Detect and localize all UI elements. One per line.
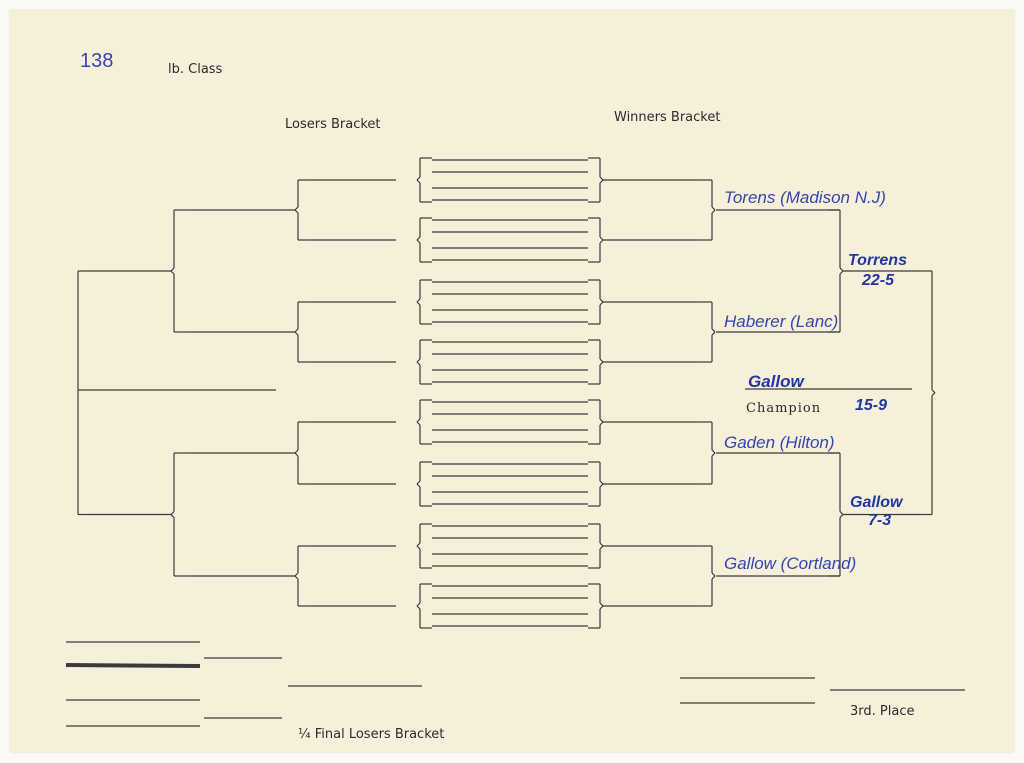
winners-qf-bracket	[711, 206, 716, 211]
first-round-left-bracket	[416, 421, 421, 426]
first-round-right-bracket	[599, 301, 604, 306]
first-round-right-bracket	[599, 179, 604, 184]
winners-qf-bracket	[711, 572, 716, 577]
consolation-line-smudged	[65, 663, 201, 668]
class-label: lb. Class	[168, 62, 223, 77]
winners-sf-bracket	[839, 267, 844, 272]
weight-value: 138	[80, 50, 114, 72]
losers-r1-bracket	[294, 206, 299, 211]
first-round-right-bracket	[599, 298, 604, 303]
losers-bracket-title: Losers Bracket	[285, 117, 381, 132]
winners-qf-bracket	[711, 452, 716, 457]
first-round-left-bracket	[416, 418, 421, 423]
first-round-left-bracket	[416, 358, 421, 363]
losers-r1-bracket	[294, 572, 299, 577]
first-round-left-bracket	[416, 602, 421, 607]
semifinalist-1: Torens (Madison N.J)	[724, 188, 886, 207]
first-round-left-bracket	[416, 483, 421, 488]
champion-score: 15-9	[855, 397, 888, 414]
first-round-left-bracket	[416, 480, 421, 485]
first-round-right-bracket	[599, 542, 604, 547]
first-round-left-bracket	[416, 545, 421, 550]
first-round-right-bracket	[599, 361, 604, 366]
first-round-left-bracket	[416, 236, 421, 241]
semifinal-score-1: 22-5	[862, 272, 895, 289]
losers-r1-bracket	[294, 575, 299, 580]
final-bracket	[931, 392, 936, 397]
winners-sf-bracket	[839, 270, 844, 275]
first-round-left-bracket	[416, 542, 421, 547]
semifinal-winner-1: Torrens	[848, 252, 907, 269]
first-round-right-bracket	[599, 483, 604, 488]
first-round-right-bracket	[599, 605, 604, 610]
losers-r1-bracket	[294, 452, 299, 457]
first-round-right-bracket	[599, 421, 604, 426]
quarter-final-losers-label: ¼ Final Losers Bracket	[298, 727, 445, 742]
semifinal-score-2: 7-3	[868, 512, 892, 529]
winners-qf-bracket	[711, 449, 716, 454]
champion-name: Gallow	[748, 372, 804, 391]
losers-r1-bracket	[294, 449, 299, 454]
winners-sf-bracket	[839, 514, 844, 518]
first-round-left-bracket	[416, 298, 421, 303]
first-round-left-bracket	[416, 301, 421, 306]
losers-r1-bracket	[294, 328, 299, 333]
first-round-left-bracket	[416, 176, 421, 181]
first-round-right-bracket	[599, 239, 604, 244]
semifinalist-2: Haberer (Lanc)	[724, 312, 839, 331]
first-round-right-bracket	[599, 358, 604, 363]
first-round-right-bracket	[599, 176, 604, 181]
first-round-left-bracket	[416, 239, 421, 244]
first-round-left-bracket	[416, 179, 421, 184]
champion-label: Champion	[746, 401, 822, 416]
semifinalist-4: Gallow (Cortland)	[724, 554, 857, 573]
first-round-left-bracket	[416, 605, 421, 610]
first-round-right-bracket	[599, 545, 604, 550]
winners-qf-bracket	[711, 209, 716, 214]
winners-qf-bracket	[711, 331, 716, 336]
semifinal-winner-2: Gallow	[850, 494, 903, 511]
losers-r2-bracket	[170, 267, 175, 272]
first-round-right-bracket	[599, 418, 604, 423]
bracket-sheet	[10, 10, 1014, 752]
losers-r1-bracket	[294, 209, 299, 214]
third-place-label: 3rd. Place	[850, 704, 915, 719]
final-bracket	[931, 389, 936, 394]
winners-sf-bracket	[839, 511, 844, 515]
losers-r2-bracket	[170, 514, 175, 518]
first-round-right-bracket	[599, 236, 604, 241]
winners-bracket-title: Winners Bracket	[614, 110, 721, 125]
winners-qf-bracket	[711, 575, 716, 580]
semifinalist-3: Gaden (Hilton)	[724, 433, 835, 452]
first-round-left-bracket	[416, 361, 421, 366]
first-round-right-bracket	[599, 480, 604, 485]
losers-r2-bracket	[170, 270, 175, 275]
first-round-right-bracket	[599, 602, 604, 607]
winners-qf-bracket	[711, 328, 716, 333]
losers-r1-bracket	[294, 331, 299, 336]
losers-r2-bracket	[170, 511, 175, 515]
